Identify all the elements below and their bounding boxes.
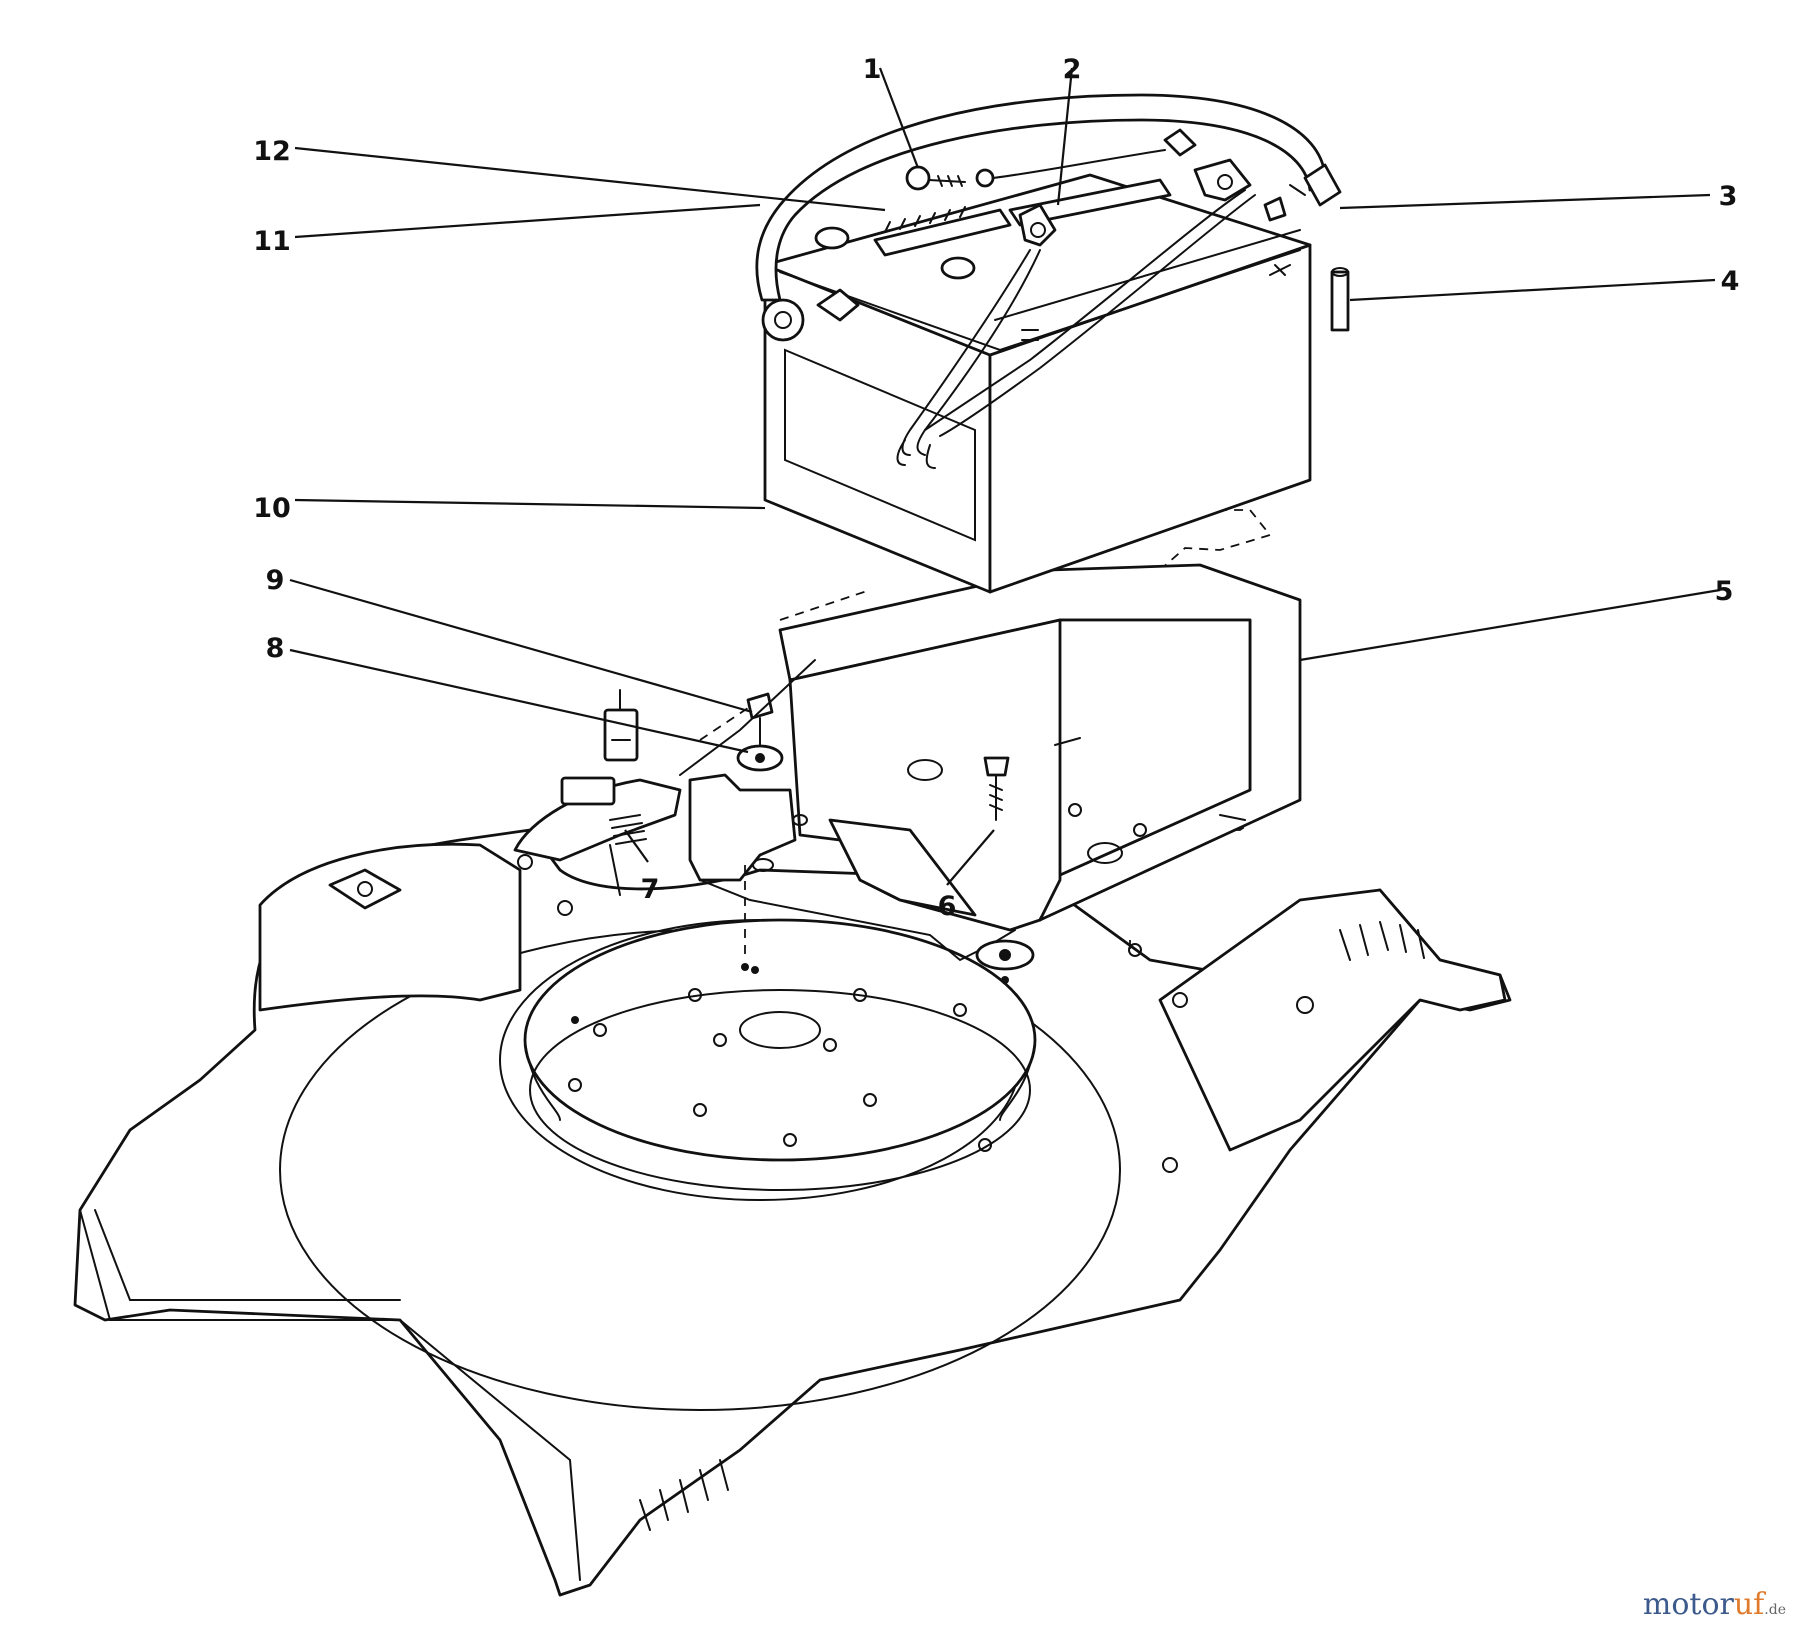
watermark-suffix: .de bbox=[1764, 1602, 1786, 1618]
callout-11: 11 bbox=[253, 226, 291, 257]
callout-9: 9 bbox=[266, 565, 285, 596]
callout-6: 6 bbox=[938, 891, 957, 922]
callout-8: 8 bbox=[266, 633, 285, 664]
callout-4: 4 bbox=[1721, 266, 1740, 297]
battery-tray bbox=[688, 509, 1302, 974]
watermark-main: motor bbox=[1642, 1587, 1734, 1622]
callout-5: 5 bbox=[1715, 576, 1734, 607]
screw-and-nut bbox=[679, 659, 816, 776]
callout-10: 10 bbox=[253, 493, 291, 524]
callout-3: 3 bbox=[1719, 181, 1738, 212]
watermark-logo: motoruf.de bbox=[1643, 1587, 1786, 1622]
mower-deck bbox=[73, 828, 1512, 1597]
callout-2: 2 bbox=[1063, 54, 1082, 85]
callout-1: 1 bbox=[863, 54, 882, 85]
callout-leaders bbox=[289, 67, 1721, 886]
motor-mount-plate bbox=[523, 918, 1037, 1191]
callout-12: 12 bbox=[253, 136, 291, 167]
callout-7: 7 bbox=[641, 874, 660, 905]
terminal-hardware bbox=[905, 128, 1350, 332]
bolt-6 bbox=[983, 756, 1010, 821]
battery bbox=[763, 173, 1312, 594]
callout-labels: 1 2 3 4 5 6 7 8 9 10 11 12 bbox=[253, 54, 1739, 922]
watermark-accent: uf bbox=[1733, 1587, 1765, 1622]
switch-assembly bbox=[513, 689, 682, 916]
